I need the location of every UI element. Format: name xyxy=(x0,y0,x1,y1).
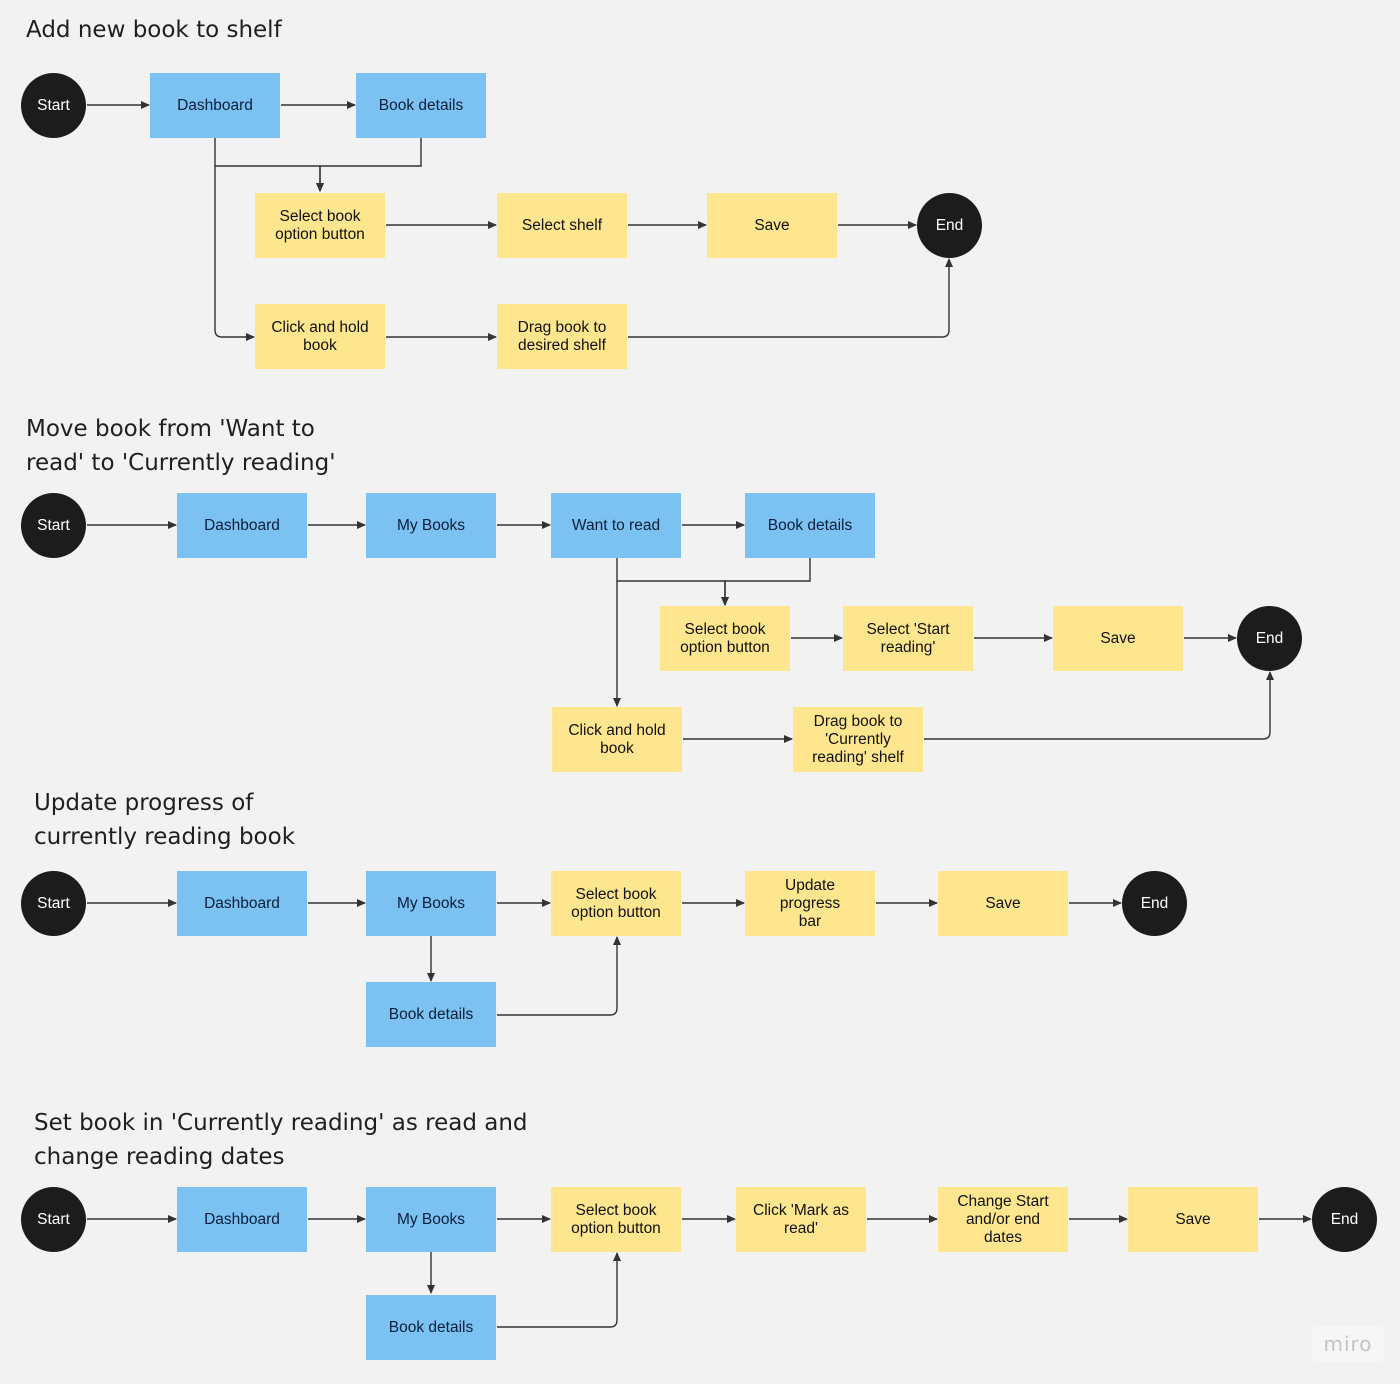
flow3-title: Update progress of currently reading boo… xyxy=(34,790,296,850)
flow2-select-option-node: Select book option button xyxy=(660,606,790,671)
flow1-select-option-node: Select book option button xyxy=(255,193,385,258)
flow3-dashboard-node: Dashboard xyxy=(177,871,307,936)
flow2-click-hold-node: Click and hold book xyxy=(552,707,682,772)
flow2-arrow-details-select xyxy=(721,558,811,606)
flow2-dashboard-node: Dashboard xyxy=(177,493,307,558)
flow4-my-books-node: My Books xyxy=(366,1187,496,1252)
flow4-select-option-node: Select book option button xyxy=(551,1187,681,1252)
flow1-arrow-drag-end xyxy=(628,258,953,338)
flow1-arrow-dashboard-select xyxy=(214,138,324,192)
flow4-change-dates-node: Change Start and/or end dates xyxy=(938,1187,1068,1252)
flow2-arrow-drag-end xyxy=(924,671,1274,740)
flow1-book-details-node: Book details xyxy=(356,73,486,138)
flow1-title: Add new book to shelf xyxy=(26,17,282,43)
flow1-select-shelf-node: Select shelf xyxy=(497,193,627,258)
flow1-start-node: Start xyxy=(21,73,86,138)
flow2-end-node: End xyxy=(1237,606,1302,671)
flow3-update-progress-node: Update progress bar xyxy=(745,871,875,936)
flow1-drag-node: Drag book to desired shelf xyxy=(497,304,627,369)
flow4-mark-read-node: Click 'Mark as read' xyxy=(736,1187,866,1252)
flow2-select-start-node: Select 'Start reading' xyxy=(843,606,973,671)
flow2-title: Move book from 'Want to read' to 'Curren… xyxy=(26,416,336,476)
flow4-book-details-node: Book details xyxy=(366,1295,496,1360)
flow2-want-to-read-node: Want to read xyxy=(551,493,681,558)
flow2-book-details-node: Book details xyxy=(745,493,875,558)
flow2-drag-node: Drag book to 'Currently reading' shelf xyxy=(793,707,923,772)
flow3-select-option-node: Select book option button xyxy=(551,871,681,936)
flow3-book-details-node: Book details xyxy=(366,982,496,1047)
flow2-save-node: Save xyxy=(1053,606,1183,671)
flow4-title: Set book in 'Currently reading' as read … xyxy=(34,1110,528,1170)
flow3-my-books-node: My Books xyxy=(366,871,496,936)
flow4-end-node: End xyxy=(1312,1187,1377,1252)
flow1-arrow-dashboard-clickhold xyxy=(214,166,255,341)
flow4-save-node: Save xyxy=(1128,1187,1258,1252)
flow1-dashboard-node: Dashboard xyxy=(150,73,280,138)
flow3-arrow-details-select xyxy=(497,936,621,1016)
flow1-click-hold-node: Click and hold book xyxy=(255,304,385,369)
miro-logo: miro xyxy=(1312,1326,1384,1362)
flow3-save-node: Save xyxy=(938,871,1068,936)
flow2-start-node: Start xyxy=(21,493,86,558)
flow1-arrow-details-select xyxy=(316,138,422,192)
flow4-start-node: Start xyxy=(21,1187,86,1252)
flow1-end-node: End xyxy=(917,193,982,258)
flow2-my-books-node: My Books xyxy=(366,493,496,558)
flow4-dashboard-node: Dashboard xyxy=(177,1187,307,1252)
flow3-end-node: End xyxy=(1122,871,1187,936)
flow1-save-node: Save xyxy=(707,193,837,258)
flow4-arrow-details-select xyxy=(497,1252,621,1328)
flow3-start-node: Start xyxy=(21,871,86,936)
flow2-arrow-want-select xyxy=(616,558,729,606)
